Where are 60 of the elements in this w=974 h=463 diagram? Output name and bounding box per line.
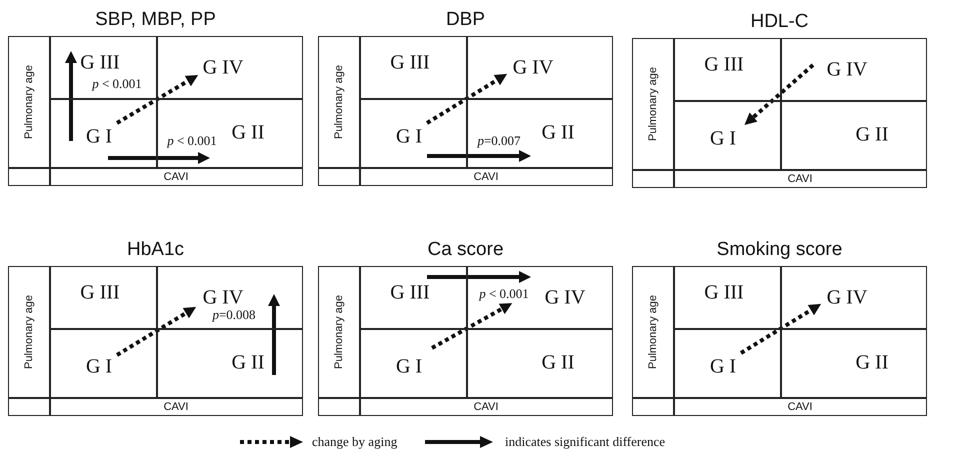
axis-title: CAVI bbox=[788, 173, 812, 185]
group-label: G II bbox=[232, 122, 264, 144]
dotted-arrow bbox=[116, 74, 198, 125]
dotted-arrow bbox=[740, 304, 822, 355]
group-label: G I bbox=[710, 128, 736, 150]
dotted-arrow bbox=[744, 64, 814, 125]
axis-title: CAVI bbox=[788, 401, 812, 413]
legend-text: change by aging bbox=[312, 434, 398, 450]
group-label: G I bbox=[710, 356, 736, 378]
axis-title: Pulmonary age bbox=[23, 295, 35, 369]
group-label: G II bbox=[232, 352, 264, 374]
group-label: G IV bbox=[512, 56, 554, 80]
edge-label: p=0.008 bbox=[212, 307, 256, 323]
group-label: G II bbox=[856, 124, 888, 146]
group-label: G IV bbox=[826, 286, 868, 310]
axis-title: Pulmonary age bbox=[23, 65, 35, 139]
panel-title: DBP bbox=[444, 8, 486, 32]
group-label: G I bbox=[396, 126, 422, 148]
axis-title: CAVI bbox=[474, 401, 498, 413]
axis-title: Pulmonary age bbox=[647, 295, 659, 369]
arrow bbox=[108, 152, 210, 164]
group-label: G IV bbox=[826, 58, 868, 82]
group-label: G III bbox=[390, 282, 430, 304]
arrow bbox=[427, 271, 531, 283]
edge-label: p < 0.001 bbox=[92, 76, 142, 92]
group-label: G III bbox=[80, 282, 120, 304]
dotted-arrow bbox=[116, 306, 196, 357]
group-label: G III bbox=[704, 282, 744, 304]
panel-title: Smoking score bbox=[716, 238, 844, 262]
group-label: G I bbox=[86, 126, 112, 148]
group-label: G III bbox=[80, 52, 120, 74]
dotted-arrow bbox=[431, 303, 512, 350]
arrow bbox=[268, 294, 280, 375]
legend-text: indicates significant difference bbox=[505, 434, 666, 450]
group-label: G III bbox=[390, 52, 430, 74]
axis-title: CAVI bbox=[474, 171, 498, 183]
group-label: G I bbox=[86, 356, 112, 378]
group-label: G II bbox=[856, 352, 888, 374]
axis-title: Pulmonary age bbox=[647, 67, 659, 141]
group-label: G IV bbox=[544, 286, 586, 310]
edge-label: p=0.007 bbox=[477, 133, 521, 149]
arrow bbox=[65, 51, 77, 141]
panel-title: HDL-C bbox=[749, 10, 810, 34]
axis-title: CAVI bbox=[164, 171, 188, 183]
group-label: G IV bbox=[202, 56, 244, 80]
group-label: G III bbox=[704, 54, 744, 76]
panel-title: SBP, MBP, PP bbox=[94, 8, 217, 32]
axis-title: CAVI bbox=[164, 401, 188, 413]
group-label: G II bbox=[542, 352, 574, 374]
panel-title: Ca score bbox=[426, 238, 505, 262]
panel-title: HbA1c bbox=[126, 238, 186, 262]
arrow bbox=[427, 150, 531, 162]
group-label: G IV bbox=[202, 286, 244, 310]
axis-title: Pulmonary age bbox=[333, 65, 345, 139]
edge-label: p < 0.001 bbox=[167, 133, 217, 149]
group-label: G I bbox=[396, 356, 422, 378]
axis-title: Pulmonary age bbox=[333, 295, 345, 369]
edge-label: p < 0.001 bbox=[479, 286, 529, 302]
group-label: G II bbox=[542, 122, 574, 144]
dotted-arrow bbox=[426, 74, 508, 125]
